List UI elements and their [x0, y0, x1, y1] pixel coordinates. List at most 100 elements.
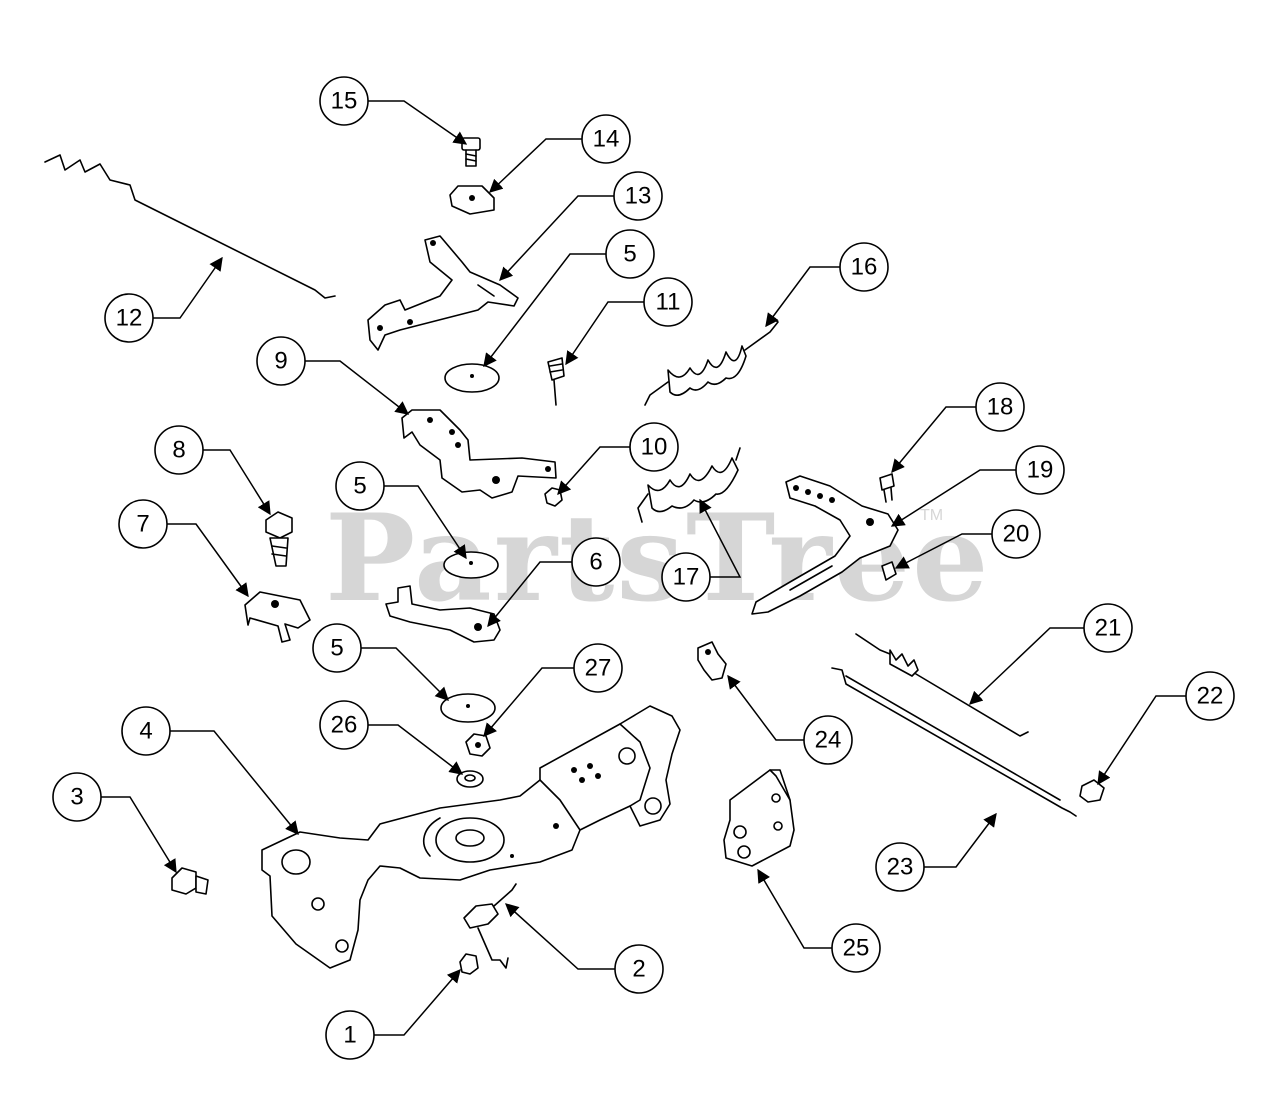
- watermark-trademark: TM: [920, 507, 943, 524]
- part-8-bolt: [265, 511, 293, 567]
- leader-14: [489, 138, 582, 193]
- leader-21: [969, 627, 1084, 705]
- leader-7: [166, 523, 249, 598]
- leader-lines: [100, 100, 1186, 1036]
- part-13-control-bracket: [367, 235, 519, 351]
- callout-label: 22: [1197, 683, 1224, 710]
- leader-17: [699, 498, 742, 578]
- part-21-link-wire: [855, 633, 1029, 737]
- leader-8: [202, 449, 271, 516]
- callout-23: 23: [875, 842, 925, 892]
- callout-18: 18: [975, 382, 1025, 432]
- callout-label: 3: [70, 784, 83, 811]
- callout-2: 2: [614, 944, 664, 994]
- callout-label: 18: [987, 394, 1014, 421]
- leader-2: [504, 903, 615, 970]
- part-19-throttle-lever: [751, 475, 899, 615]
- callout-label: 19: [1027, 457, 1054, 484]
- callout-22: 22: [1185, 671, 1235, 721]
- callout-27: 27: [573, 643, 623, 693]
- leader-24: [727, 674, 804, 741]
- part-12-governor-rod: [44, 154, 336, 299]
- callout-label: 11: [656, 289, 681, 316]
- part-9-governor-arm: [401, 409, 557, 499]
- leader-5-lower: [360, 647, 449, 701]
- callout-16: 16: [839, 242, 889, 292]
- callout-label: 4: [139, 718, 152, 745]
- part-1-nut: [459, 953, 479, 975]
- callout-label: 15: [331, 88, 358, 115]
- callout-13: 13: [613, 171, 663, 221]
- callout-label: 5: [353, 473, 366, 500]
- callout-label: 13: [625, 183, 652, 210]
- callout-label: 27: [585, 655, 612, 682]
- part-5-washer-lower: [440, 693, 496, 723]
- callout-25: 25: [831, 923, 881, 973]
- leader-18: [891, 406, 976, 474]
- callout-label: 5: [623, 241, 636, 268]
- leader-13: [499, 195, 614, 281]
- callout-label: 6: [589, 549, 602, 576]
- callout-label: 14: [593, 126, 620, 153]
- leader-20: [894, 533, 992, 569]
- leader-9: [304, 360, 410, 415]
- callout-label: 8: [172, 437, 185, 464]
- leader-16: [765, 266, 840, 328]
- callout-label: 1: [343, 1022, 356, 1049]
- part-6-lever-plate: [385, 585, 501, 643]
- leader-12: [153, 256, 223, 319]
- part-16-extension-spring: [644, 317, 779, 406]
- part-20-nut: [881, 561, 897, 581]
- leader-1: [374, 968, 461, 1036]
- leader-23: [924, 812, 997, 868]
- callout-10: 10: [629, 422, 679, 472]
- callout-label: 26: [331, 712, 358, 739]
- callout-11: 11: [643, 277, 693, 327]
- callout-label: 24: [815, 727, 842, 754]
- part-24-ferrule: [697, 641, 727, 681]
- leader-19: [890, 469, 1016, 527]
- part-22-nut: [1079, 779, 1105, 803]
- callout-9: 9: [256, 336, 306, 386]
- leader-3: [100, 796, 177, 874]
- callout-label: 2: [632, 956, 645, 983]
- leader-15: [368, 100, 468, 145]
- callout-label: 23: [887, 854, 914, 881]
- callout-15: 15: [319, 76, 369, 126]
- part-3-fitting: [171, 867, 209, 895]
- callout-19: 19: [1015, 445, 1065, 495]
- callout-4: 4: [121, 706, 171, 756]
- part-25-mounting-plate: [723, 769, 795, 867]
- callout-label: 5: [330, 635, 343, 662]
- callout-5-lower: 5: [312, 623, 362, 673]
- leader-4: [170, 730, 299, 836]
- part-2-spring: [463, 883, 517, 969]
- part-27-nut: [465, 733, 491, 757]
- part-23-throttle-rod: [831, 667, 1077, 817]
- callout-8: 8: [154, 425, 204, 475]
- callout-label: 16: [851, 254, 878, 281]
- leader-10: [557, 446, 630, 496]
- part-7-clip: [244, 591, 311, 643]
- callout-1: 1: [325, 1010, 375, 1060]
- part-11-stud: [547, 357, 565, 406]
- callout-7: 7: [118, 499, 168, 549]
- leader-26: [368, 724, 464, 775]
- callout-label: 12: [116, 305, 143, 332]
- part-5-washer-middle: [443, 551, 499, 579]
- part-26-washer: [456, 770, 484, 788]
- leader-11: [565, 301, 644, 366]
- callout-5-top: 5: [605, 229, 655, 279]
- callout-21: 21: [1083, 603, 1133, 653]
- callout-26: 26: [319, 700, 369, 750]
- leader-27: [483, 667, 574, 738]
- callout-label: 21: [1095, 615, 1122, 642]
- callout-24: 24: [803, 715, 853, 765]
- callout-label: 7: [136, 511, 149, 538]
- callout-12: 12: [104, 293, 154, 343]
- callout-5-middle: 5: [335, 461, 385, 511]
- leader-5-middle: [383, 485, 467, 560]
- callout-label: 9: [274, 348, 287, 375]
- callout-17: 17: [661, 552, 711, 602]
